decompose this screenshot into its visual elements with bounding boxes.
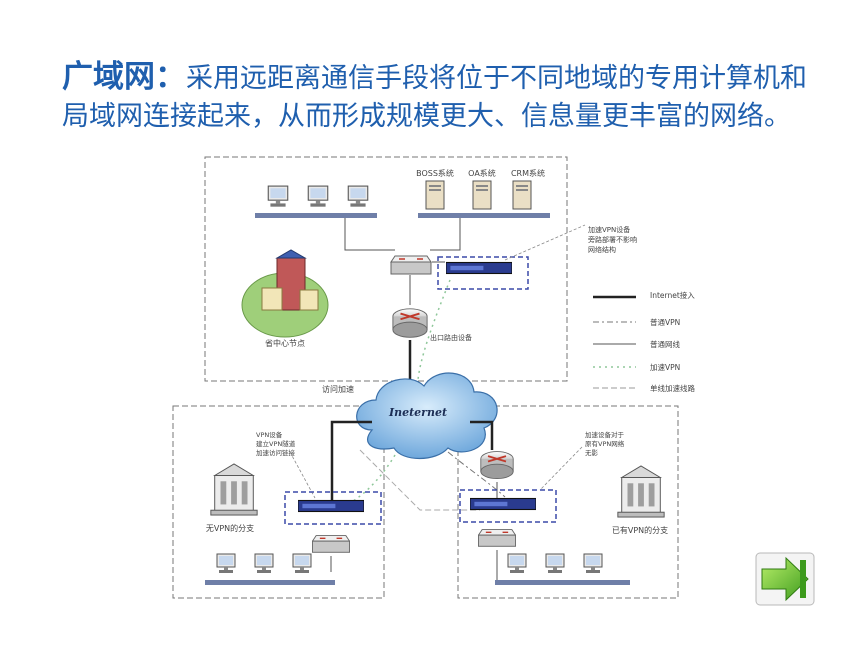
hq-vpn-note: 加速VPN设备 旁路部署不影响 网络结构	[588, 225, 639, 254]
slide-title: 广域网：采用远距离通信手段将位于不同地域的专用计算机和局域网连接起来，从而形成规…	[62, 58, 822, 136]
branch-right-note: 加速设备对于 原有VPN网络 无影	[585, 430, 626, 457]
hq-label: 省中心节点	[265, 338, 305, 348]
hq-pc-icon	[347, 185, 369, 208]
branch-right-switch-icon	[478, 528, 516, 547]
branch-left-pc-icon	[216, 553, 236, 574]
next-bar-icon[interactable]	[800, 560, 806, 598]
legend: Internet接入 普通VPN 普通网线 加速VPN 单线加速线路	[593, 290, 695, 393]
tower-roof	[275, 249, 307, 259]
legend-label: 加速VPN	[650, 362, 680, 372]
internet-cloud	[356, 372, 498, 459]
hq-pc-icon	[267, 185, 289, 208]
branch-left-switch-icon	[312, 534, 350, 553]
hq-pc-lan-bar	[255, 213, 377, 218]
branch-right-router-icon	[479, 450, 515, 480]
hq-vpn-device-icon	[446, 261, 512, 275]
hq-vpn-frame	[437, 256, 529, 290]
server-label: BOSS系统	[416, 168, 454, 178]
branch-left-lan-bar	[205, 580, 335, 585]
branch-right-boundary	[457, 405, 679, 599]
legend-label: 单线加速线路	[650, 383, 695, 393]
router-note: 出口路由设备	[430, 333, 472, 342]
boss-server-icon	[425, 180, 445, 210]
branch-left-pc-icon	[254, 553, 274, 574]
crm-server-icon	[512, 180, 532, 210]
hq-switch-icon	[390, 255, 432, 275]
branch-left-vpn-frame	[284, 491, 382, 525]
branch-right-pc-icon	[545, 553, 565, 574]
next-arrow-icon[interactable]	[761, 556, 809, 602]
hq-router-icon	[391, 307, 429, 339]
branch-right-pc-icon	[507, 553, 527, 574]
branch-left-building-icon	[210, 463, 258, 516]
hq-pc-icon	[307, 185, 329, 208]
branch-left-label: 无VPN的分支	[206, 523, 254, 533]
branch-left-note: VPN设备 建立VPN隧道 加速访问链接	[256, 430, 297, 457]
legend-label: 普通网线	[650, 339, 680, 349]
hq-boundary	[204, 156, 568, 382]
branch-left-vpn-device-icon	[298, 499, 364, 513]
branch-right-vpn-frame	[459, 489, 557, 523]
access-label: 访问加速	[322, 384, 354, 394]
legend-label: Internet接入	[650, 290, 695, 300]
branch-right-lan-bar	[495, 580, 630, 585]
legend-label: 普通VPN	[650, 317, 680, 327]
branch-left-pc-icon	[292, 553, 312, 574]
title-term: 广域网：	[62, 59, 186, 95]
server-label: CRM系统	[511, 168, 545, 178]
oa-server-icon	[472, 180, 492, 210]
server-label: OA系统	[468, 168, 496, 178]
branch-right-building-icon	[617, 465, 665, 518]
branch-right-label: 已有VPN的分支	[612, 525, 668, 535]
next-button[interactable]	[755, 552, 815, 606]
branch-right-pc-icon	[583, 553, 603, 574]
branch-right-vpn-device-icon	[470, 497, 536, 511]
branch-left-boundary	[172, 405, 385, 599]
title-body: 采用远距离通信手段将位于不同地域的专用计算机和局域网连接起来，从而形成规模更大、…	[62, 63, 807, 132]
cloud-label: Ineternet	[388, 406, 447, 419]
hq-server-lan-bar	[418, 213, 550, 218]
